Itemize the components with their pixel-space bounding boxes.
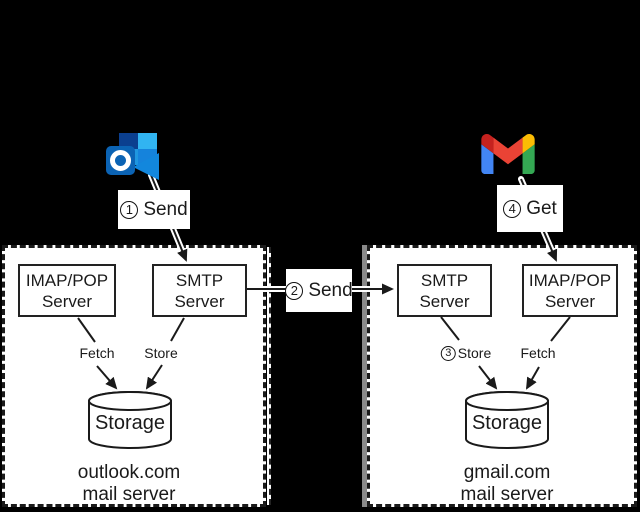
imap-pop-label-line2: Server — [41, 291, 93, 311]
step-4-badge: 4 — [503, 199, 522, 218]
caption-domain: gmail.com — [463, 462, 551, 483]
step-4-text: Get — [526, 197, 557, 219]
gmail-smtp-server-box: SMTP Server — [397, 264, 492, 317]
gmail-panel-caption: gmail.com mail server — [461, 462, 554, 506]
step-1-badge: 1 — [120, 200, 139, 219]
panel-edge-double-stroke — [267, 247, 271, 505]
smtp-label-line1: SMTP — [420, 270, 469, 290]
outlook-storage-cylinder — [88, 391, 172, 449]
fetch-edge-label: Fetch — [79, 345, 115, 361]
step-3-badge: 3 — [440, 345, 456, 361]
step-1-send-chip: 1 Send — [118, 190, 190, 229]
storage-label: Storage — [94, 412, 166, 434]
gmail-storage-cylinder — [465, 391, 549, 449]
outlook-smtp-server-box: SMTP Server — [152, 264, 247, 317]
step-2-send-chip: 2 Send — [285, 269, 353, 312]
imap-pop-label-line1: IMAP/POP — [528, 270, 612, 290]
caption-role: mail server — [82, 484, 176, 505]
smtp-label-line2: Server — [174, 291, 225, 311]
step-2-text: Send — [308, 279, 353, 301]
outlook-panel-caption: outlook.com mail server — [78, 462, 180, 506]
storage-label: Storage — [471, 412, 543, 434]
store-step-edge-label: 3 Store — [440, 345, 492, 361]
store-edge-label: Store — [144, 345, 178, 361]
outlook-logo-icon — [106, 133, 159, 180]
caption-domain: outlook.com — [77, 462, 181, 483]
smtp-label-line1: SMTP — [175, 270, 224, 290]
store-edge-text: Store — [457, 345, 492, 361]
step-4-get-chip: 4 Get — [497, 185, 563, 232]
smtp-label-line2: Server — [419, 291, 470, 311]
imap-pop-label-line1: IMAP/POP — [25, 270, 109, 290]
gmail-imap-pop-server-box: IMAP/POP Server — [522, 264, 618, 317]
gmail-logo-icon — [481, 134, 535, 174]
outlook-imap-pop-server-box: IMAP/POP Server — [18, 264, 116, 317]
step-1-text: Send — [143, 198, 188, 220]
fetch-edge-label: Fetch — [520, 345, 556, 361]
step-2-badge: 2 — [285, 281, 304, 300]
caption-role: mail server — [460, 484, 554, 505]
imap-pop-label-line2: Server — [544, 291, 596, 311]
